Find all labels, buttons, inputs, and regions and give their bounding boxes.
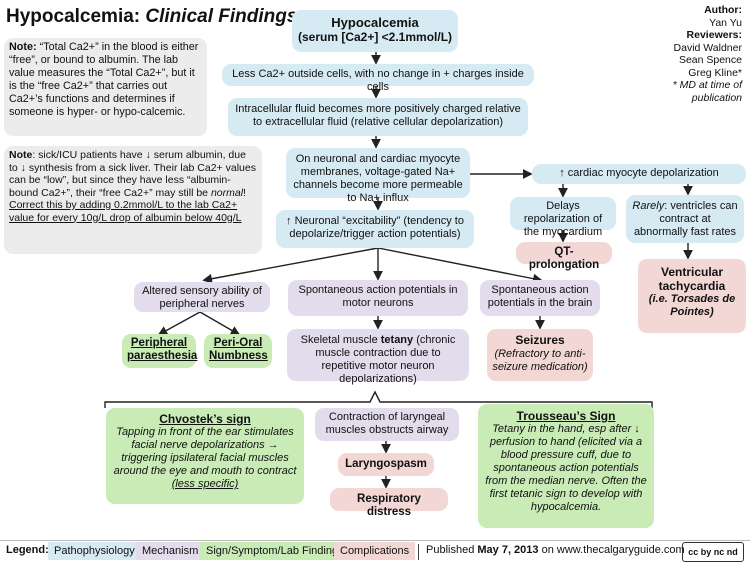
rarely-text: : ventricles can contract at abnormally … [633, 200, 738, 238]
published-pre: Published [426, 544, 478, 556]
title-sub: Clinical Findings [145, 6, 298, 27]
node-spontaneous-motor: Spontaneous action potentials in motor n… [288, 280, 468, 316]
tetany-pre: Skeletal muscle [300, 334, 381, 346]
node-trousseau-sign: Trousseau’s Sign Tetany in the hand, esp… [478, 404, 654, 528]
page-title: Hypocalcemia: Clinical Findings [6, 6, 297, 28]
note-correction: Correct this by adding 0.2mmol/L to the … [9, 199, 242, 224]
legend-bar: Legend: Pathophysiology Mechanism Sign/S… [0, 540, 750, 563]
author-footnote: * MD at time of publication [672, 79, 742, 104]
reviewer-name: David Waldner [673, 41, 742, 54]
legend-mechanism: Mechanism [136, 542, 205, 560]
chvostek-text: Tapping in front of the ear stimulates f… [113, 426, 297, 477]
node-spontaneous-brain: Spontaneous action potentials in the bra… [480, 280, 600, 316]
node-chvostek-sign: Chvostek’s sign Tapping in front of the … [106, 408, 304, 504]
node-intracellular: Intracellular fluid becomes more positiv… [228, 98, 528, 136]
note-text: “Total Ca2+” in the blood is either “fre… [9, 41, 199, 118]
node-respiratory-distress: Respiratory distress [330, 488, 448, 518]
vtach-sub: (i.e. Torsades de Pointes) [648, 293, 736, 318]
vtach-title: Ventricular tachycardia [658, 265, 726, 293]
node-altered-sensory: Altered sensory ability of peripheral ne… [134, 282, 270, 312]
note-label: Note: [9, 41, 37, 53]
seizures-title: Seizures [515, 333, 565, 347]
trousseau-title: Trousseau’s Sign [516, 409, 616, 423]
node-excitability: ↑ Neuronal “excitability” (tendency to d… [276, 210, 474, 248]
note-total-calcium: Note: “Total Ca2+” in the blood is eithe… [4, 38, 207, 136]
legend-pathophysiology: Pathophysiology [48, 542, 141, 560]
node-laryngospasm: Laryngospasm [338, 453, 434, 476]
rarely-label: Rarely [632, 200, 665, 212]
node-ventricular-tachycardia: Ventricular tachycardia (i.e. Torsades d… [638, 259, 746, 333]
reviewer-name: Sean Spence [678, 54, 742, 66]
published-post: on www.thecalgaryguide.com [538, 544, 685, 556]
trousseau-text: Tetany in the hand, esp after ↓ perfusio… [485, 423, 647, 513]
note-albumin: Note: sick/ICU patients have ↓ serum alb… [4, 146, 262, 254]
node-seizures: Seizures (Refractory to anti-seizure med… [487, 329, 593, 381]
legend-complications: Complications [334, 542, 416, 560]
reviewers-label: Reviewers: [686, 29, 742, 41]
published-date: May 7, 2013 [477, 544, 539, 556]
license-badge-icon: cc by nc nd [682, 542, 744, 562]
connector-arrows [104, 52, 693, 489]
node-tetany: Skeletal muscle tetany (chronic muscle c… [287, 329, 469, 385]
note-text: : sick/ICU patients have ↓ serum albumin… [9, 149, 256, 199]
seizures-sub: (Refractory to anti-seizure medication) [492, 348, 588, 373]
node-qt-prolongation: QT-prolongation [516, 242, 612, 271]
chvostek-tail: (less specific) [171, 478, 239, 490]
published-note: Published May 7, 2013 on www.thecalgaryg… [426, 544, 685, 556]
node-less-ca: Less Ca2+ outside cells, with no change … [222, 64, 534, 93]
title-main: Hypocalcemia: [6, 6, 141, 27]
node-delays-repolarization: Delays repolarization of the myocardium [510, 197, 616, 238]
node-cardiac-depol: ↑ cardiac myocyte depolarization [532, 164, 746, 184]
node-membranes: On neuronal and cardiac myocyte membrane… [286, 148, 470, 204]
legend-divider [418, 544, 419, 560]
reviewer-name: Greg Kline* [688, 66, 742, 79]
note-normal: normal [210, 186, 244, 199]
node-rarely: Rarely: ventricles can contract at abnor… [626, 195, 744, 243]
note-label: Note [9, 149, 33, 161]
node-peripheral-paraesthesia: Peripheral paraesthesia [122, 334, 197, 368]
tetany-post: (chronic muscle contraction due to repet… [315, 334, 456, 385]
chvostek-title: Chvostek’s sign [159, 412, 251, 426]
note-exclaim: ! [243, 186, 246, 199]
node-hypocalcemia-title: Hypocalcemia [331, 15, 419, 30]
node-perioral-numbness: Peri-Oral Numbness [204, 334, 272, 368]
tetany-bold: tetany [380, 334, 414, 346]
node-hypocalcemia: Hypocalcemia (serum [Ca2+] <2.1mmol/L) [292, 10, 458, 52]
author-label: Author: [704, 4, 742, 16]
legend-label: Legend: [6, 544, 49, 556]
author-block: Author: Yan Yu Reviewers: David Waldner … [664, 4, 742, 104]
legend-sign-symptom: Sign/Symptom/Lab Finding [200, 542, 345, 560]
author-name: Yan Yu [709, 16, 742, 29]
node-hypocalcemia-def: (serum [Ca2+] <2.1mmol/L) [297, 30, 453, 44]
node-laryngeal-contraction: Contraction of laryngeal muscles obstruc… [315, 408, 459, 441]
